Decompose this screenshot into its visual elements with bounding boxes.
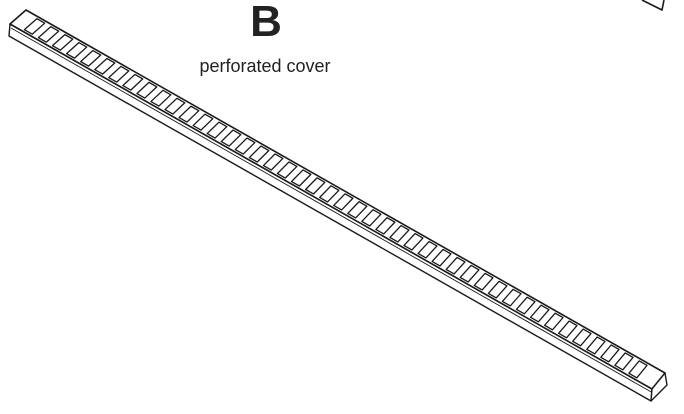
perforation-slot <box>389 224 410 243</box>
perforation-slot <box>361 209 382 227</box>
perforation-slot <box>234 137 256 155</box>
perforation-slot <box>248 145 270 163</box>
perforation-slot <box>417 240 438 259</box>
perforation-slot <box>65 41 88 59</box>
perforation-slot <box>501 288 522 307</box>
perforation-slot <box>347 201 368 219</box>
perforation-slot <box>319 185 340 203</box>
perforation-slot <box>557 320 578 339</box>
cover-side-wall <box>8 23 653 402</box>
perforation-slot <box>192 113 214 131</box>
part-caption: perforated cover <box>199 56 331 76</box>
perforation-slot <box>515 296 536 315</box>
perforation-slot <box>150 89 172 107</box>
perforation-slot <box>431 248 452 267</box>
perforation-slot <box>403 232 424 251</box>
perforation-slot <box>459 264 480 283</box>
perforation-slot <box>375 217 396 235</box>
perforation-slot <box>262 153 284 171</box>
perforation-slot <box>586 336 606 355</box>
perforation-slot <box>333 193 354 211</box>
perforation-slot <box>178 105 200 123</box>
perforation-slot <box>473 272 494 291</box>
perforation-slot <box>220 129 242 147</box>
perforation-slot <box>37 26 60 43</box>
cover-slots <box>23 18 648 379</box>
perforation-slot <box>445 256 466 275</box>
perforation-slot <box>94 57 116 75</box>
perforation-slot <box>80 49 102 67</box>
perforation-slot <box>614 352 634 371</box>
perforation-slot <box>136 81 158 99</box>
perforation-slot <box>206 121 228 139</box>
cover-end-cap <box>650 372 668 402</box>
perforation-slot <box>23 18 46 35</box>
perforation-slot <box>572 328 592 347</box>
perforation-slot <box>122 73 144 91</box>
perforation-slot <box>51 33 74 51</box>
perforation-slot <box>290 169 312 187</box>
perforation-slot <box>276 161 298 179</box>
perforation-slot <box>108 65 130 83</box>
perforation-slot <box>164 97 186 115</box>
perforation-slot <box>304 177 326 195</box>
cover-side-lip <box>10 27 654 394</box>
top-right-corner-fragment <box>641 0 665 11</box>
corner-fragment-edge <box>641 0 665 11</box>
part-letter: B <box>250 0 282 46</box>
perforation-slot <box>628 360 648 379</box>
perforation-slot <box>529 304 550 323</box>
perforation-slot <box>600 344 620 363</box>
perforation-slot <box>543 312 564 331</box>
perforation-slot <box>487 280 508 299</box>
